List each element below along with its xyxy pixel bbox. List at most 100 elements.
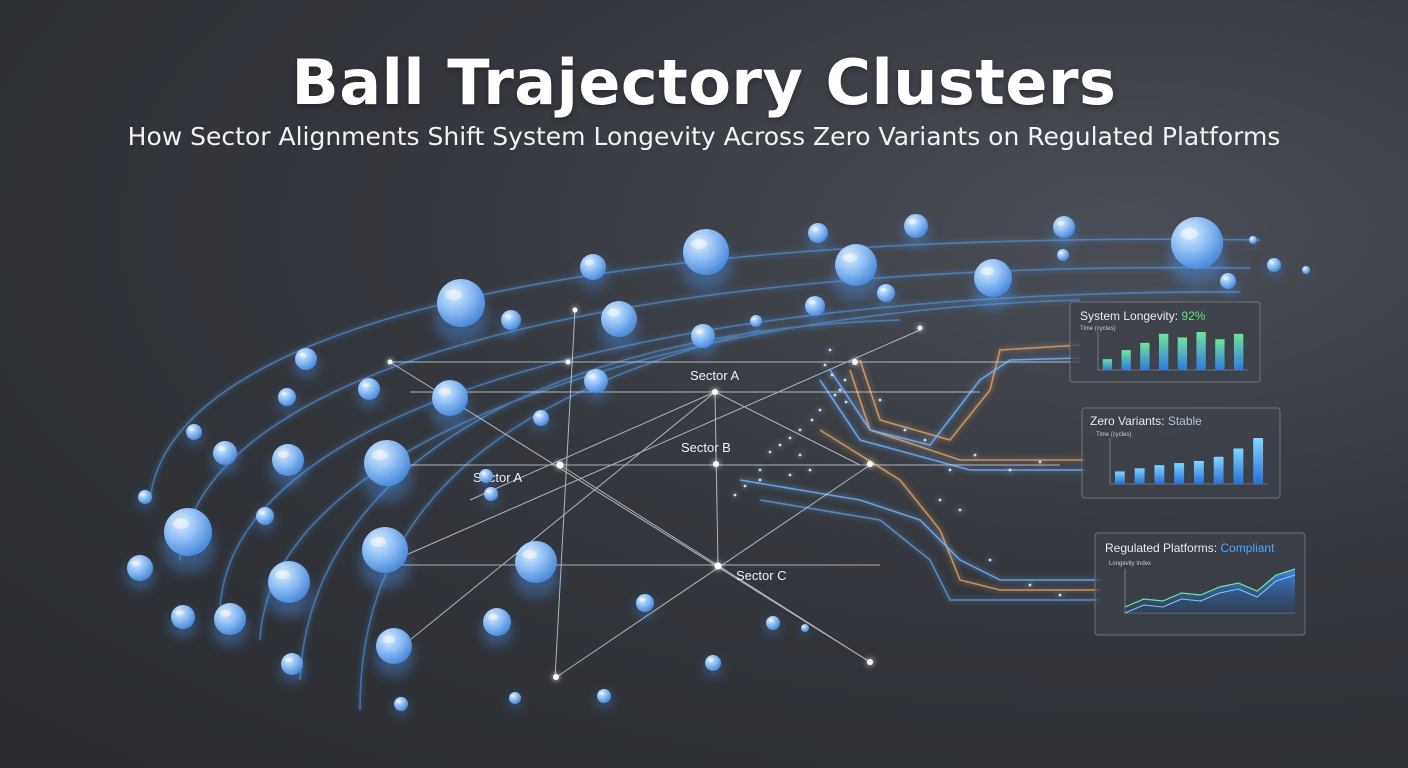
spark-dot bbox=[768, 450, 772, 454]
ball-orb bbox=[635, 594, 655, 619]
ball-orb bbox=[1266, 258, 1282, 277]
ball-orb bbox=[1301, 266, 1311, 277]
chart-line bbox=[1124, 568, 1296, 608]
blue-trace bbox=[829, 357, 1081, 446]
spark-dot bbox=[844, 400, 848, 404]
ball-clusters bbox=[125, 214, 1311, 716]
spark-dot bbox=[810, 418, 814, 422]
chart-bar bbox=[1158, 333, 1169, 370]
panel-axis-label: Longevity Index bbox=[1109, 561, 1151, 567]
panel-axis-label: Time (cycles) bbox=[1080, 326, 1115, 332]
ball-orb bbox=[434, 279, 488, 344]
spark-dot bbox=[948, 468, 952, 472]
spark-dot bbox=[938, 498, 942, 502]
blue-trace bbox=[759, 499, 1100, 601]
regulated-platforms-panel: Regulated Platforms: Compliant Longevity… bbox=[1094, 532, 1306, 636]
ball-orb bbox=[211, 441, 239, 474]
ball-orb bbox=[255, 507, 275, 532]
blue-trace bbox=[819, 379, 1085, 471]
copper-trace bbox=[859, 344, 1081, 441]
panel-title: Regulated Platforms: Compliant bbox=[1105, 541, 1275, 555]
chart-bar bbox=[1140, 342, 1150, 370]
ball-orb bbox=[800, 624, 810, 635]
ball-orb bbox=[689, 324, 717, 357]
ball-orb bbox=[265, 561, 313, 618]
spark-dot bbox=[818, 408, 822, 412]
panel-label: Zero Variants: bbox=[1090, 414, 1168, 428]
ball-orb bbox=[599, 301, 639, 350]
spark-dot bbox=[958, 508, 962, 512]
panel-value: 92% bbox=[1181, 309, 1205, 323]
ball-orb bbox=[483, 487, 499, 506]
ball-orb bbox=[972, 259, 1014, 311]
ball-orb bbox=[807, 223, 829, 250]
spark-dot bbox=[823, 363, 827, 367]
trajectory-arc bbox=[299, 319, 901, 681]
ball-orb bbox=[512, 541, 560, 598]
ball-orb bbox=[902, 214, 930, 247]
system-longevity-panel: System Longevity: 92% Time (cycles) bbox=[1069, 301, 1261, 383]
spark-dot bbox=[988, 558, 992, 562]
sector-grid bbox=[380, 309, 1080, 679]
ball-orb bbox=[169, 605, 197, 638]
panel-label: Regulated Platforms: bbox=[1105, 541, 1220, 555]
spark-dot bbox=[778, 443, 782, 447]
copper-trace bbox=[849, 369, 1085, 461]
ball-orb bbox=[137, 490, 153, 509]
sector-label: Sector A bbox=[690, 368, 739, 383]
spark-dot bbox=[1028, 583, 1032, 587]
ball-orb bbox=[478, 469, 494, 488]
spark-dot bbox=[808, 468, 812, 472]
spark-dot bbox=[833, 393, 837, 397]
spark-dot bbox=[973, 453, 977, 457]
spark-dot bbox=[798, 453, 802, 457]
trajectory-arc bbox=[359, 329, 761, 711]
spark-dot bbox=[733, 493, 737, 497]
chart-bar bbox=[1233, 448, 1244, 484]
chart-bar bbox=[1121, 350, 1131, 370]
ball-orb bbox=[804, 296, 826, 323]
spark-dot bbox=[1058, 593, 1062, 597]
ball-orb bbox=[161, 508, 215, 573]
ball-orb bbox=[293, 348, 319, 378]
chart-bar bbox=[1215, 339, 1225, 370]
ball-orb bbox=[430, 380, 470, 429]
ball-orb bbox=[1051, 216, 1077, 246]
panel-label: System Longevity: bbox=[1080, 309, 1181, 323]
ball-orb bbox=[277, 388, 297, 413]
ball-orb bbox=[876, 284, 896, 309]
spark-dot bbox=[1038, 460, 1042, 464]
chart-bar bbox=[1154, 465, 1165, 484]
spark-dot bbox=[838, 388, 842, 392]
ball-orb bbox=[832, 244, 880, 301]
circuit-traces bbox=[739, 344, 1100, 601]
panel-value: Compliant bbox=[1220, 541, 1275, 555]
ball-orb bbox=[765, 616, 781, 635]
spark-dot bbox=[828, 348, 832, 352]
ball-orb bbox=[582, 369, 610, 402]
ball-orb bbox=[270, 444, 306, 488]
grid-nodes bbox=[387, 307, 923, 680]
panel-title: System Longevity: 92% bbox=[1080, 309, 1206, 323]
ball-orb bbox=[1168, 217, 1226, 288]
spark-dot bbox=[1008, 468, 1012, 472]
spark-dot bbox=[923, 438, 927, 442]
ball-orb bbox=[356, 378, 382, 408]
ball-orb bbox=[393, 697, 409, 716]
chart-bar bbox=[1114, 471, 1125, 484]
ball-orb bbox=[532, 410, 550, 432]
bar-chart bbox=[1097, 332, 1248, 371]
copper-trace bbox=[819, 429, 1100, 591]
ball-orb bbox=[279, 653, 305, 683]
panel-value: Stable bbox=[1168, 414, 1202, 428]
chart-bar bbox=[1102, 359, 1113, 370]
chart-bar bbox=[1193, 461, 1204, 484]
ball-orb bbox=[704, 655, 722, 677]
spark-dot bbox=[830, 373, 834, 377]
spark-dot bbox=[788, 436, 792, 440]
ball-orb bbox=[481, 608, 513, 646]
chart-line bbox=[1124, 574, 1296, 614]
chart-bar bbox=[1253, 438, 1264, 484]
trajectory-arc bbox=[259, 299, 1081, 641]
ball-orb bbox=[500, 310, 522, 337]
